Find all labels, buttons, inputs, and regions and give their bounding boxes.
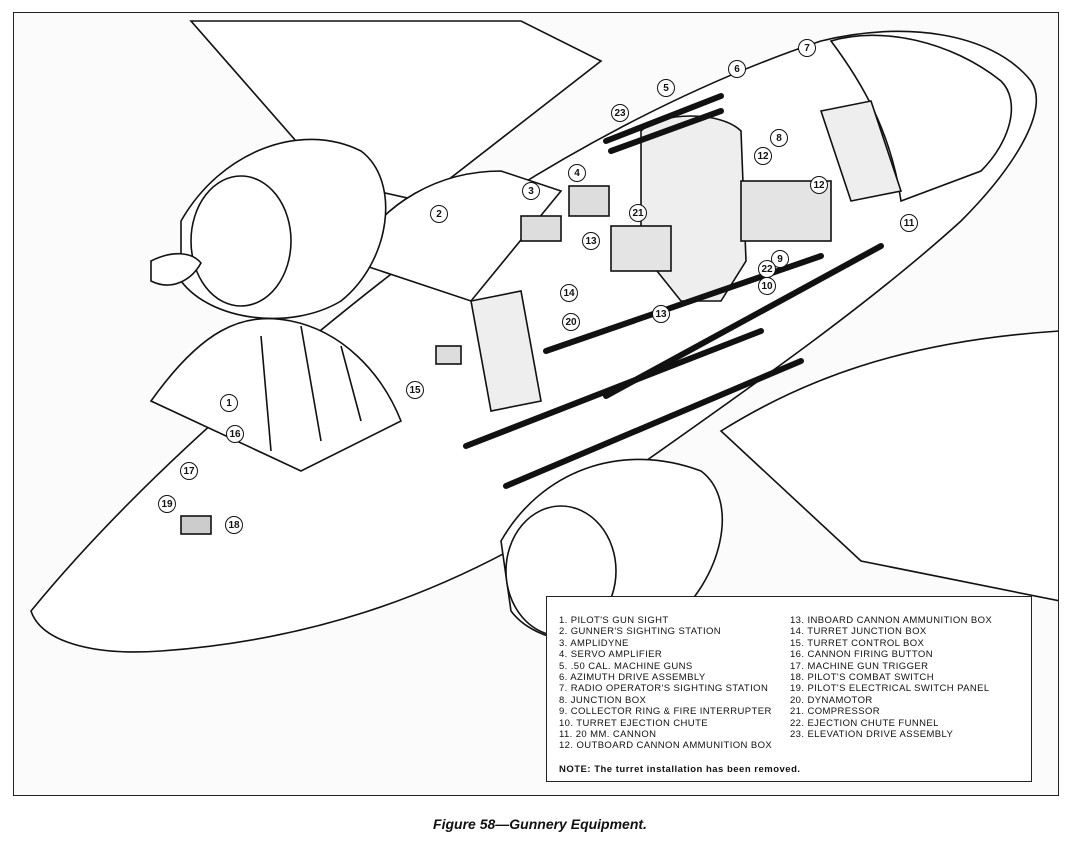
callout-23: 23	[611, 104, 629, 122]
legend-item: 3. Amplidyne	[559, 637, 629, 649]
figure-caption: Figure 58—Gunnery Equipment.	[433, 816, 647, 832]
callout-6: 6	[728, 60, 746, 78]
legend-item: 4. Servo amplifier	[559, 649, 663, 661]
legend-item: 1. Pilot's gun sight	[559, 615, 669, 626]
legend-item: 5. .50 cal. machine guns	[559, 660, 693, 672]
legend-item: 21. Compressor	[790, 706, 881, 718]
turret-control-box-shape	[435, 345, 462, 365]
callout-18: 18	[225, 516, 243, 534]
callout-5: 5	[657, 79, 675, 97]
callout-21: 21	[629, 204, 647, 222]
callout-3: 3	[522, 182, 540, 200]
legend-note: NOTE: The turret installation has been r…	[559, 763, 801, 775]
callout-4: 4	[568, 164, 586, 182]
diagram-frame: 1 2 3 4 5 6 7 8 9 10 11 12 12 13 13 14 1…	[13, 12, 1059, 796]
radio-operator-seat	[819, 100, 903, 202]
legend-item: 11. 20 mm. cannon	[559, 729, 657, 741]
legend-item: 17. Machine gun trigger	[790, 660, 929, 672]
legend-item: 15. Turret control box	[790, 637, 925, 649]
legend-item: 23. Elevation drive assembly	[790, 729, 954, 741]
legend-box: 1. Pilot's gun sight2. Gunner's sighting…	[546, 596, 1032, 782]
legend-item: 20. Dynamotor	[790, 694, 873, 706]
legend-item: 22. Ejection chute funnel	[790, 717, 939, 729]
callout-8: 8	[770, 129, 788, 147]
legend-item: 9. Collector ring & fire interrupter	[559, 706, 772, 718]
legend-item: 12. Outboard cannon ammunition box	[559, 740, 773, 752]
callout-1: 1	[220, 394, 238, 412]
cannon-barrels	[463, 93, 884, 489]
legend-item: 18. Pilot's combat switch	[790, 672, 934, 684]
lower-wing	[719, 330, 1058, 602]
gunner-seat	[470, 290, 542, 412]
amplidyne-shape	[520, 215, 562, 242]
callout-7: 7	[798, 39, 816, 57]
callout-16: 16	[226, 425, 244, 443]
callout-22: 22	[758, 260, 776, 278]
legend-item: 13. Inboard cannon ammunition box	[790, 615, 993, 626]
legend-item: 19. Pilot's electrical switch panel	[790, 683, 990, 695]
legend-item: 10. Turret ejection chute	[559, 717, 709, 729]
aircraft-cutaway-drawing	[30, 20, 1058, 653]
callout-10: 10	[758, 277, 776, 295]
callout-19: 19	[158, 495, 176, 513]
servo-amplifier-shape	[568, 185, 610, 217]
callout-20: 20	[562, 313, 580, 331]
callout-2: 2	[430, 205, 448, 223]
legend-item: 14. Turret junction box	[790, 626, 927, 638]
callout-15: 15	[406, 381, 424, 399]
switch-panel-shape	[180, 515, 212, 535]
callout-11: 11	[900, 214, 918, 232]
legend-item: 7. Radio operator's sighting station	[559, 683, 769, 695]
callout-13b: 13	[652, 305, 670, 323]
callout-17: 17	[180, 462, 198, 480]
callout-12b: 12	[810, 176, 828, 194]
legend-item: 6. Azimuth drive assembly	[559, 672, 706, 684]
inboard-ammo-box-shape	[610, 225, 672, 272]
callout-13a: 13	[582, 232, 600, 250]
legend-right-column: 13. Inboard cannon ammunition box14. Tur…	[790, 615, 1021, 752]
callout-9: 9	[771, 250, 789, 268]
legend-item: 16. Cannon firing button	[790, 649, 933, 661]
legend-item: 8. Junction box	[559, 694, 647, 706]
callout-12a: 12	[754, 147, 772, 165]
nose-canopy	[149, 317, 403, 472]
legend-left-column: 1. Pilot's gun sight2. Gunner's sighting…	[559, 615, 790, 752]
callout-14: 14	[560, 284, 578, 302]
legend-item: 2. Gunner's sighting station	[559, 626, 722, 638]
